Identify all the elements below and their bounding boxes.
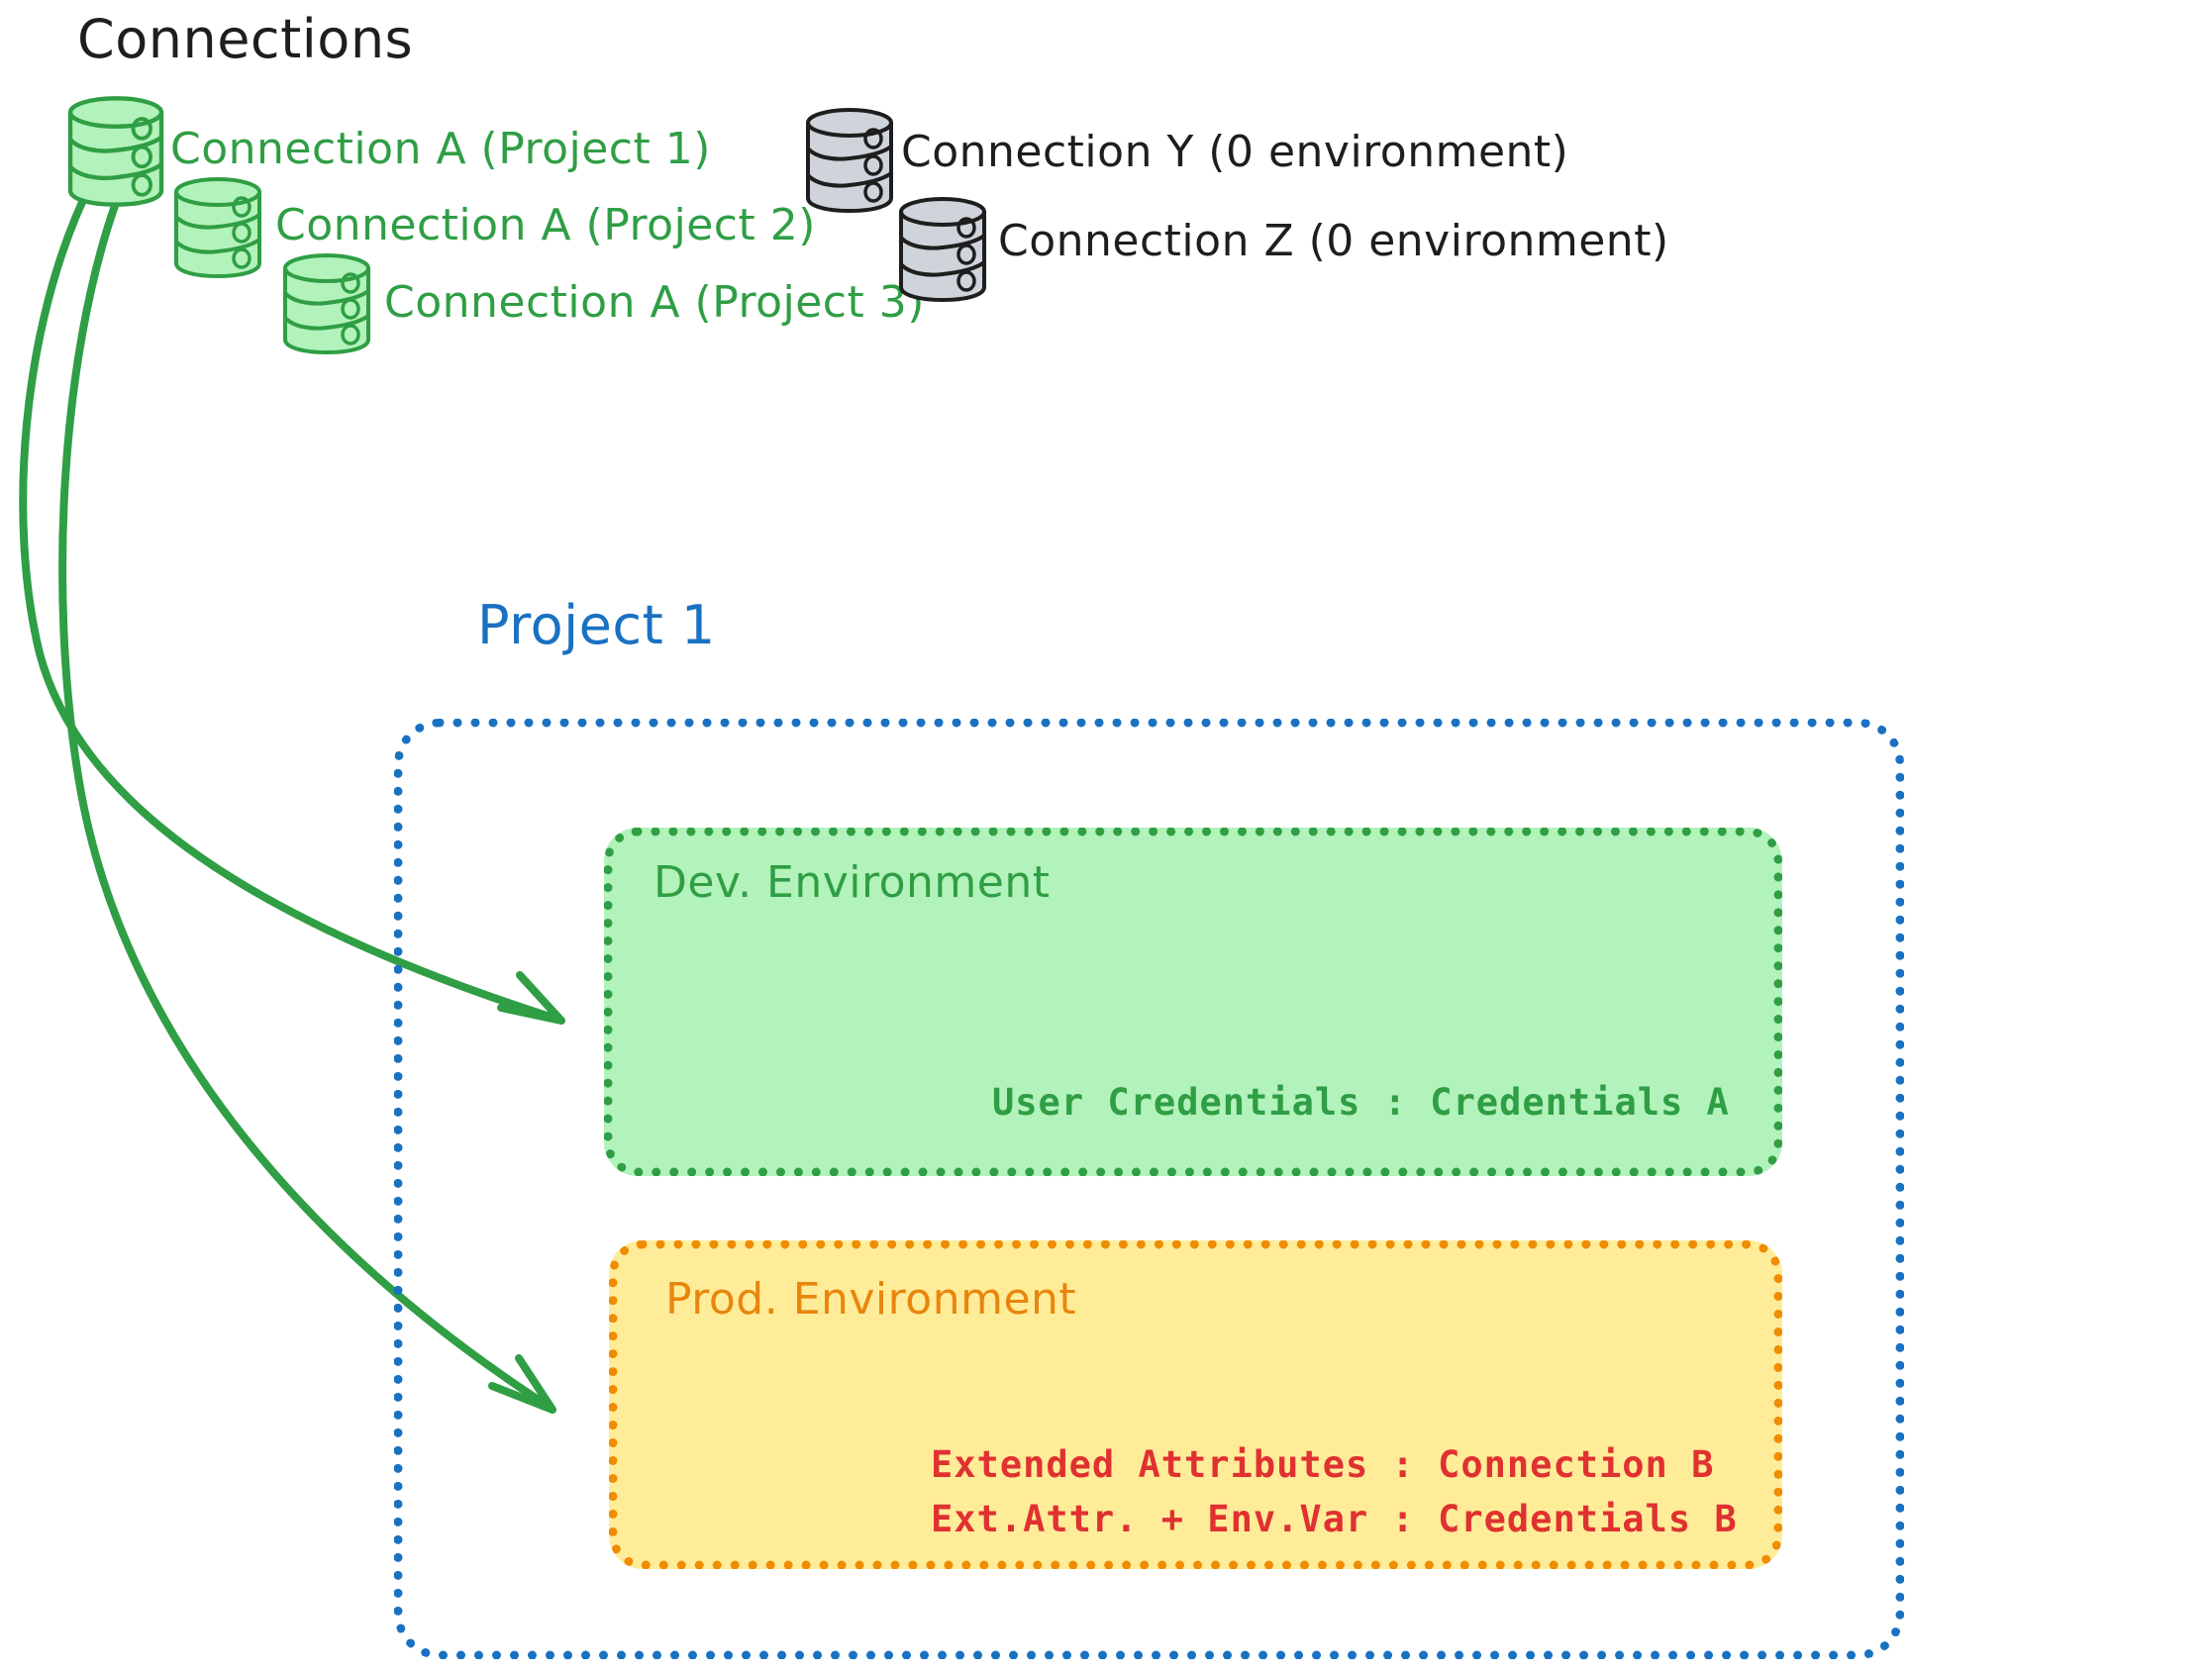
prod-environment-box — [609, 1240, 1782, 1569]
connection-label-a-project-1: Connection A (Project 1) — [170, 124, 711, 174]
dev-environment-label: Dev. Environment — [654, 857, 1051, 908]
dev-credentials-entry: User Credentials : Credentials A — [992, 1081, 1730, 1124]
page-title: Connections — [77, 8, 414, 70]
database-icon — [800, 107, 899, 216]
prod-env-var-entry: Ext.Attr. + Env.Var : Credentials B — [931, 1498, 1738, 1540]
connection-label-z: Connection Z (0 environment) — [998, 216, 1669, 266]
dev-environment-box — [604, 828, 1782, 1176]
database-icon — [893, 196, 992, 305]
database-icon — [61, 95, 170, 209]
connection-label-a-project-3: Connection A (Project 3) — [384, 277, 925, 328]
database-icon — [277, 252, 376, 356]
connection-label-y: Connection Y (0 environment) — [901, 127, 1569, 177]
prod-extended-attributes-entry: Extended Attributes : Connection B — [931, 1443, 1715, 1486]
database-icon — [168, 176, 267, 280]
project-container — [394, 719, 1904, 1659]
project-label: Project 1 — [477, 594, 716, 656]
connection-label-a-project-2: Connection A (Project 2) — [275, 200, 816, 250]
prod-environment-label: Prod. Environment — [665, 1274, 1077, 1325]
